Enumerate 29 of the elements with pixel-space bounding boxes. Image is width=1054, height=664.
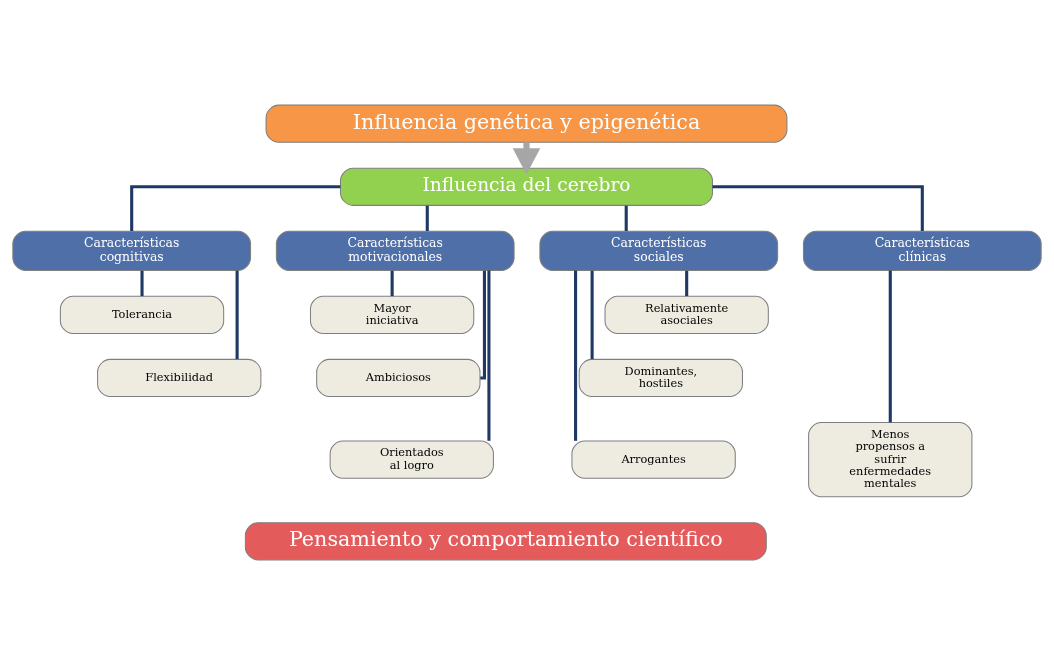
node-box: Características clínicas bbox=[802, 230, 1042, 271]
connector bbox=[235, 270, 239, 359]
node-box: Orientados al logro bbox=[329, 440, 494, 479]
node-box: Influencia del cerebro bbox=[339, 167, 714, 206]
connector bbox=[487, 270, 491, 441]
connector bbox=[685, 270, 689, 296]
connector bbox=[480, 270, 486, 380]
connector bbox=[130, 184, 341, 231]
connector bbox=[425, 205, 429, 231]
node-box: Características cognitivas bbox=[12, 230, 252, 271]
node-box: Ambiciosos bbox=[316, 358, 481, 397]
connector bbox=[712, 184, 924, 231]
connector bbox=[888, 270, 892, 422]
connector bbox=[590, 270, 594, 359]
node-box: Flexibilidad bbox=[97, 358, 262, 397]
node-box: Pensamiento y comportamiento científico bbox=[244, 521, 767, 560]
node-box: Características sociales bbox=[539, 230, 779, 271]
node-box: Mayor iniciativa bbox=[309, 295, 475, 334]
connector bbox=[624, 205, 628, 231]
connector bbox=[140, 270, 144, 296]
connector bbox=[574, 270, 578, 441]
connector bbox=[390, 270, 394, 296]
node-box: Características motivacionales bbox=[275, 230, 515, 271]
node-box: Dominantes, hostiles bbox=[578, 358, 743, 397]
node-box: Relativamente asociales bbox=[604, 295, 769, 334]
node-box: Tolerancia bbox=[59, 295, 225, 334]
node-box: Menos propensos a sufrir enfermedades mentales bbox=[808, 421, 973, 497]
node-box: Influencia genética y epigenética bbox=[265, 104, 788, 143]
node-box: Arrogantes bbox=[571, 440, 736, 479]
